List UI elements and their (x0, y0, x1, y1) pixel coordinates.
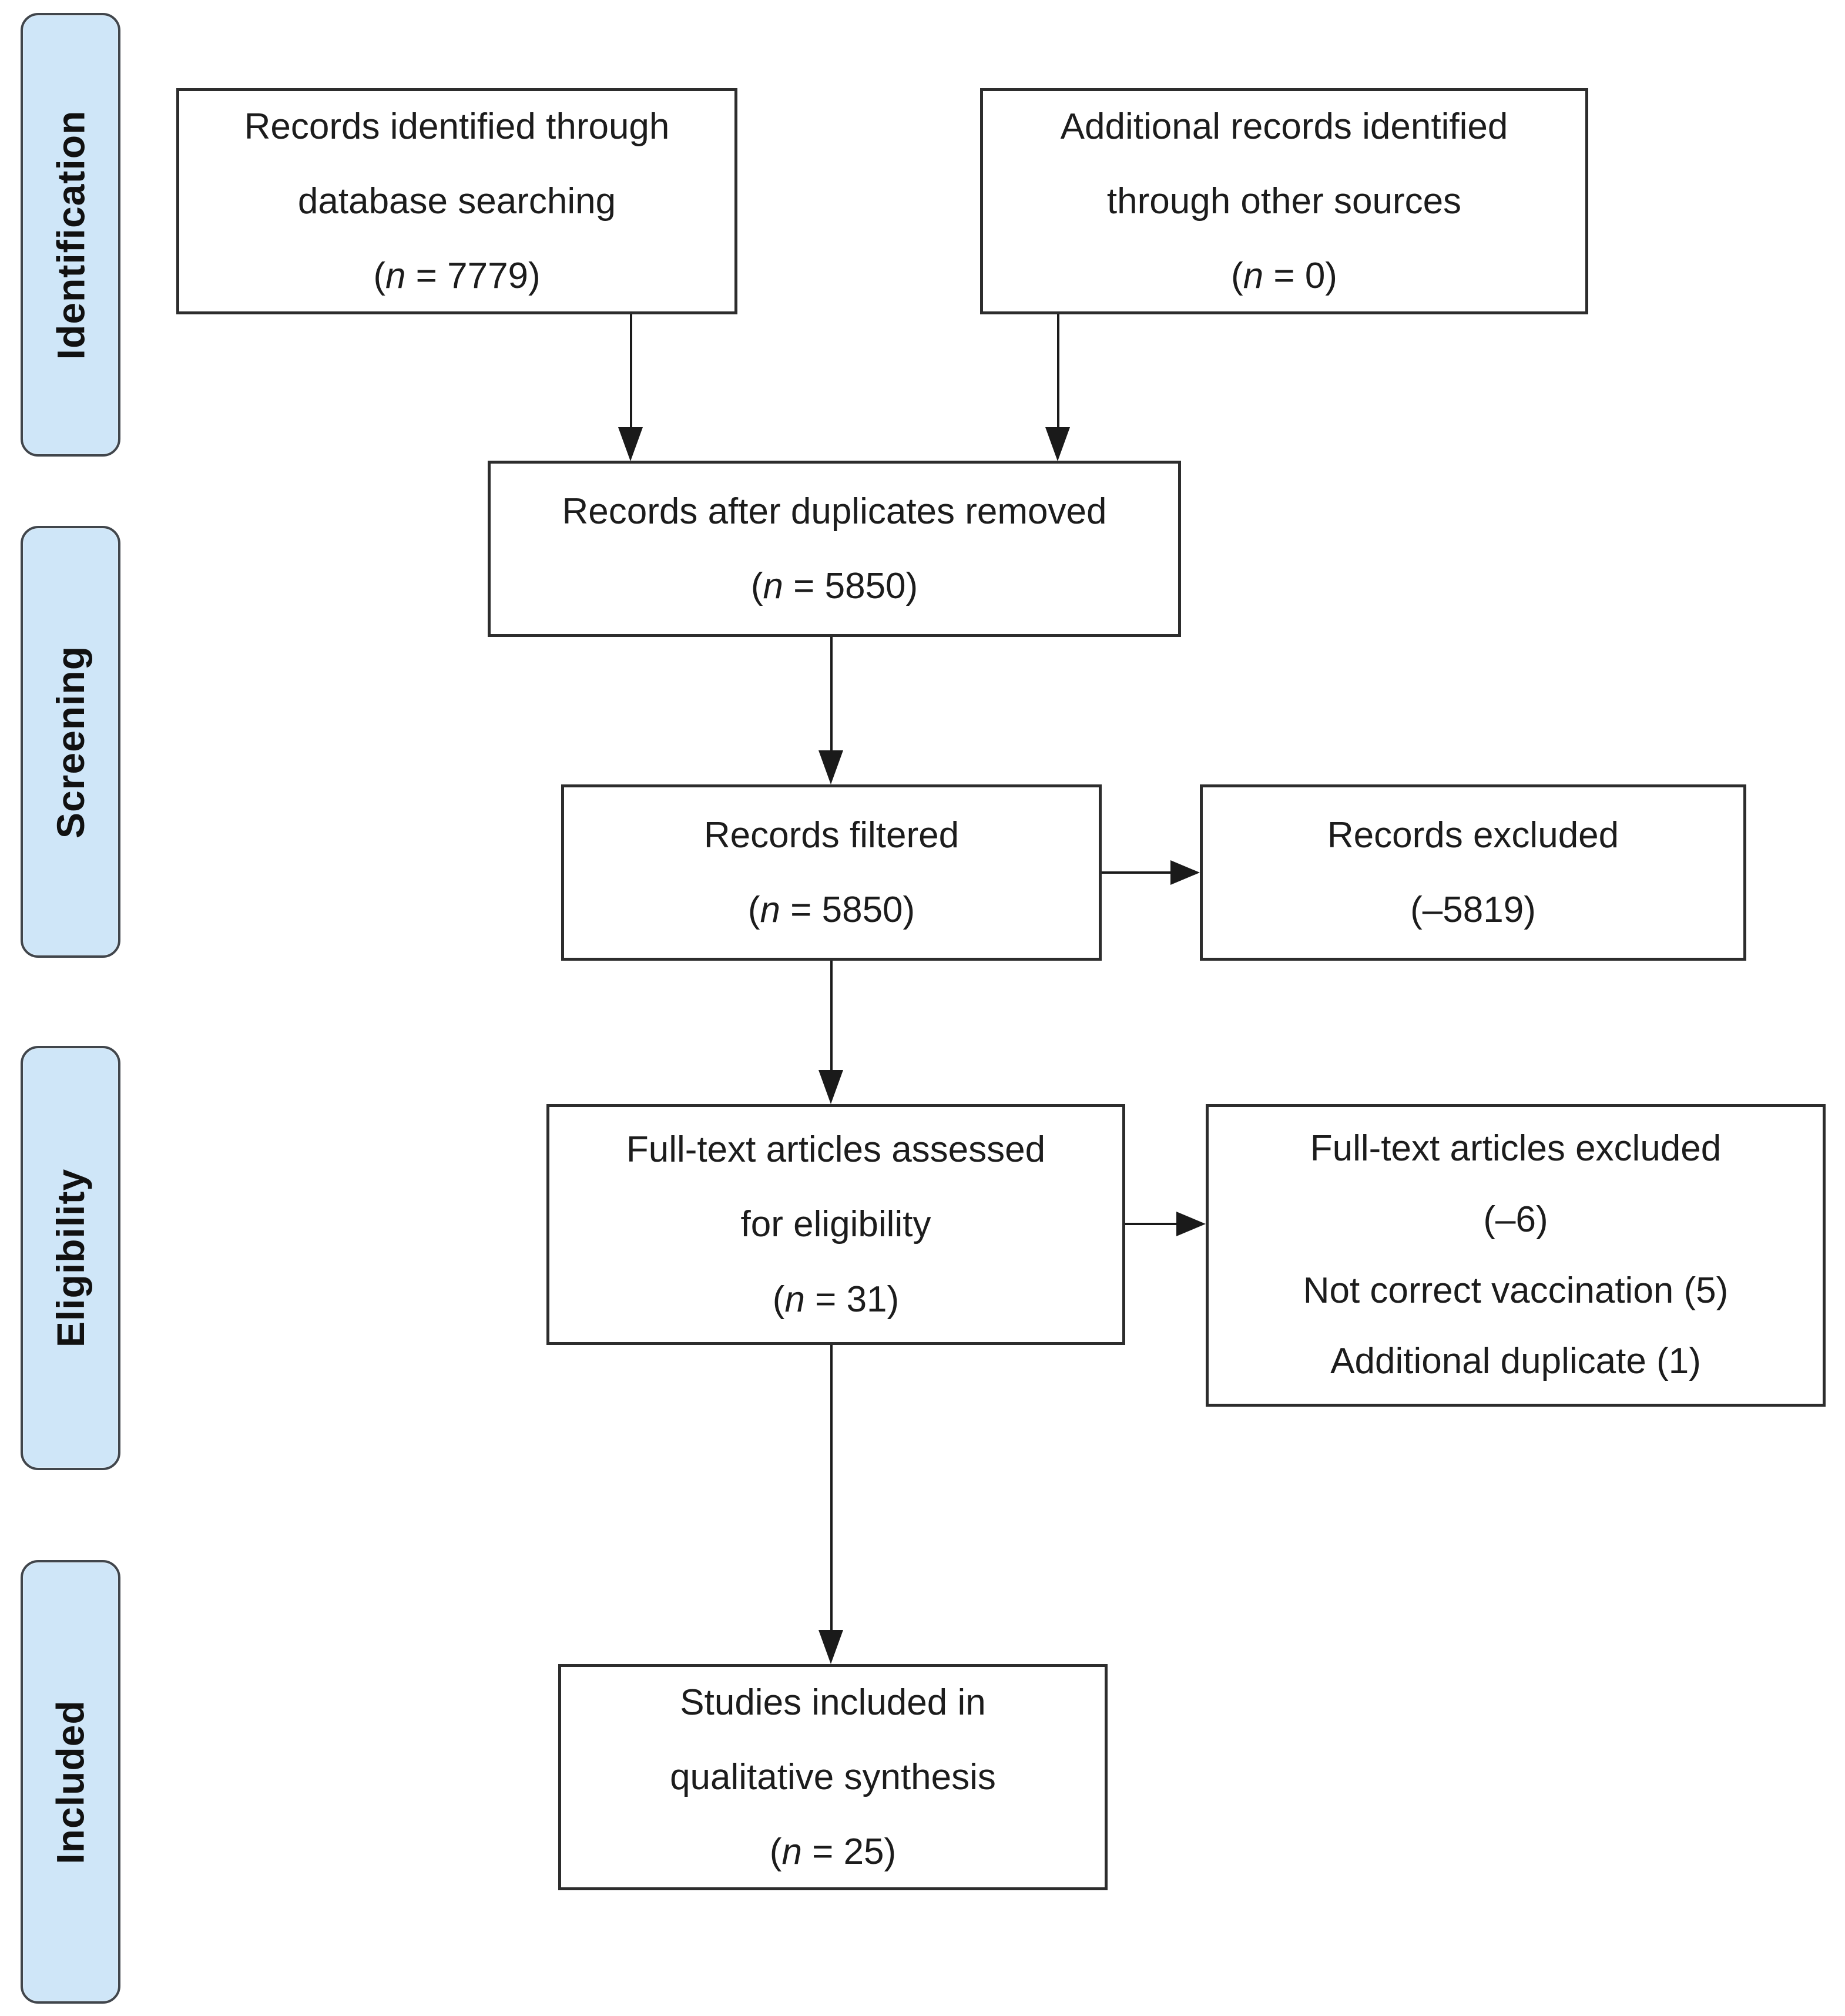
arrow-duplicates-to-filtered-line (830, 637, 833, 752)
box-studies-included-line1: Studies included in (680, 1682, 986, 1723)
arrow-down-icon (818, 750, 843, 784)
arrow-down-icon (618, 427, 643, 461)
arrow-fulltext-to-included-line (830, 1345, 833, 1631)
box-fulltext-assessed-count: (n = 31) (772, 1279, 900, 1320)
box-records-identified-line1: Records identified through (244, 106, 670, 147)
box-records-filtered-count: (n = 5850) (747, 890, 915, 930)
arrow-down-icon (818, 1070, 843, 1104)
box-fulltext-excluded-reason1: Not correct vaccination (5) (1303, 1270, 1729, 1311)
stage-included-label: Included (49, 1699, 93, 1864)
box-after-duplicates: Records after duplicates removed (n = 58… (488, 461, 1181, 637)
stage-identification-label: Identification (49, 110, 93, 360)
box-fulltext-excluded-count: (–6) (1483, 1199, 1548, 1240)
stage-screening: Screening (21, 526, 120, 958)
stage-identification: Identification (21, 13, 120, 457)
arrow-filtered-to-excluded-line (1102, 871, 1172, 874)
arrow-down-icon (1045, 427, 1070, 461)
box-studies-included-count: (n = 25) (769, 1831, 897, 1873)
box-records-excluded-line1: Records excluded (1327, 814, 1619, 856)
stage-screening-label: Screening (49, 645, 93, 838)
arrow-filtered-to-fulltext-line (830, 961, 833, 1072)
box-additional-records-line2: through other sources (1106, 180, 1462, 222)
box-additional-records-line1: Additional records identified (1060, 106, 1508, 147)
stage-included: Included (21, 1560, 120, 2004)
box-fulltext-assessed: Full-text articles assessed for eligibil… (546, 1104, 1125, 1345)
box-fulltext-excluded: Full-text articles excluded (–6) Not cor… (1206, 1104, 1826, 1407)
box-records-filtered-line1: Records filtered (703, 814, 960, 856)
stage-eligibility-label: Eligibility (49, 1168, 93, 1348)
arrow-additional-to-duplicates-line (1057, 314, 1059, 429)
box-records-excluded-count: (–5819) (1410, 890, 1536, 930)
arrow-right-icon (1176, 1212, 1206, 1236)
box-studies-included-line2: qualitative synthesis (670, 1756, 996, 1797)
box-records-identified-line2: database searching (297, 180, 616, 222)
box-records-excluded: Records excluded (–5819) (1200, 784, 1746, 961)
box-fulltext-assessed-line2: for eligibility (740, 1204, 931, 1245)
box-fulltext-excluded-reason2: Additional duplicate (1) (1330, 1341, 1701, 1382)
box-after-duplicates-count: (n = 5850) (750, 566, 918, 606)
arrow-right-icon (1170, 860, 1200, 885)
box-fulltext-assessed-line1: Full-text articles assessed (626, 1129, 1046, 1170)
box-records-identified: Records identified through database sear… (176, 88, 737, 314)
arrow-identified-to-duplicates-line (630, 314, 632, 429)
arrow-fulltext-to-excluded-line (1125, 1223, 1178, 1225)
box-after-duplicates-line1: Records after duplicates removed (562, 491, 1107, 532)
box-records-identified-count: (n = 7779) (373, 256, 541, 297)
box-fulltext-excluded-line1: Full-text articles excluded (1310, 1128, 1722, 1169)
box-studies-included: Studies included in qualitative synthesi… (558, 1664, 1108, 1890)
box-records-filtered: Records filtered (n = 5850) (561, 784, 1102, 961)
stage-eligibility: Eligibility (21, 1046, 120, 1470)
arrow-down-icon (818, 1630, 843, 1664)
box-additional-records: Additional records identified through ot… (980, 88, 1588, 314)
box-additional-records-count: (n = 0) (1231, 256, 1337, 297)
